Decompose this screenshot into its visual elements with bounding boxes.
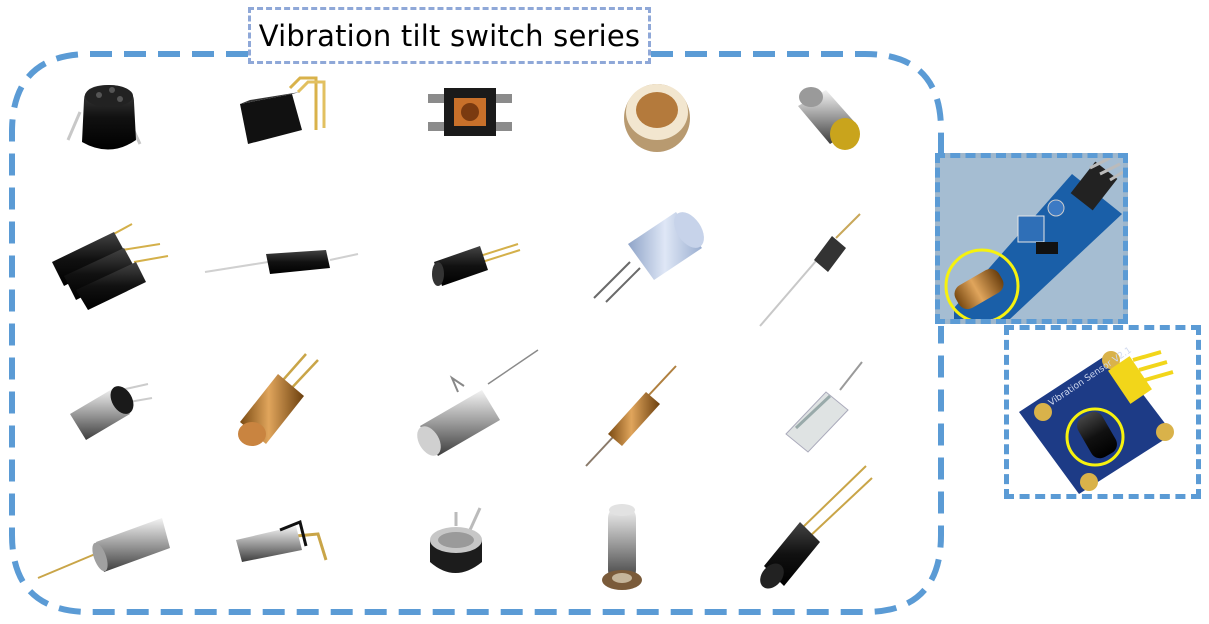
series-frame <box>9 51 944 615</box>
switch-black-tube-radial <box>432 243 521 286</box>
title-box: Vibration tilt switch series <box>248 7 651 64</box>
switch-gold-can <box>238 353 319 446</box>
switch-silver-cylinder-long-lead <box>417 349 539 456</box>
switch-silver-tube-axial <box>37 518 170 579</box>
switch-black-spiral <box>759 213 861 327</box>
switch-smd-square <box>428 88 512 136</box>
module-photo-blue-pcb-art <box>940 158 1123 319</box>
module-photo-blue-pcb <box>935 153 1128 324</box>
module-photo-vibration-sensor-art: Vibration Sensor V2.1 <box>1009 330 1196 494</box>
switch-black-tube-trio <box>52 223 169 310</box>
switch-silver-tube-round-base <box>602 504 642 590</box>
switch-black-tube-axial <box>204 250 359 274</box>
module-photo-vibration-sensor: Vibration Sensor V2.1 <box>1004 325 1201 499</box>
switch-silver-can-open <box>70 383 153 440</box>
page-title: Vibration tilt switch series <box>258 18 641 53</box>
switch-glass-mercury <box>785 361 863 453</box>
switch-black-tube-long-lead <box>760 465 873 589</box>
series-frame-top-right <box>651 51 944 153</box>
switch-black-dome <box>66 85 142 150</box>
switch-gold-disc <box>624 84 690 152</box>
switch-black-box-right-angle <box>240 76 326 144</box>
switch-silver-right-angle <box>236 519 328 562</box>
switch-gold-axial <box>585 365 677 467</box>
switch-black-round-can <box>430 507 482 573</box>
switch-lightblue-tube <box>593 212 704 303</box>
switch-gold-cap-cylinder <box>798 87 860 150</box>
